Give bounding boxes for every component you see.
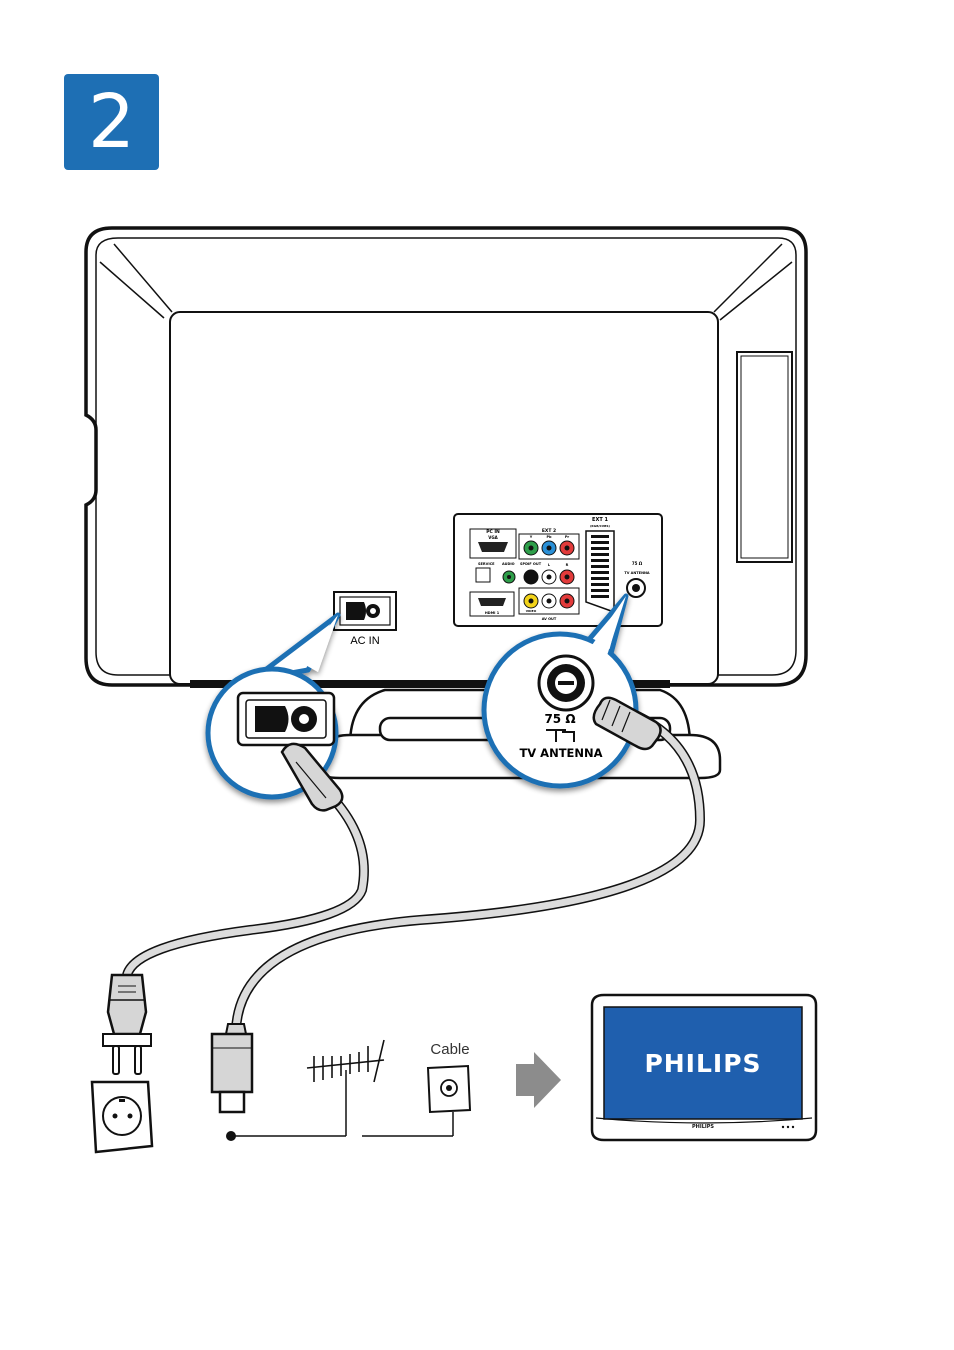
service-label: SERVICE: [478, 562, 495, 566]
tv-front: PHILIPS PHILIPS: [590, 993, 818, 1142]
roof-antenna-icon: [306, 1039, 385, 1083]
power-callout-socket: [236, 691, 336, 747]
hdmi-port-icon: [478, 598, 506, 606]
tv-back-housing: [84, 226, 808, 688]
av-out-label: AV OUT: [542, 617, 557, 621]
ext1-label: EXT 1: [592, 517, 608, 523]
antenna-callout-socket: 75 Ω TV ANTENNA: [519, 654, 603, 760]
antenna-impedance-label: 75 Ω: [544, 712, 575, 726]
pb-label: Pb: [546, 535, 552, 539]
screen-brand-logo: PHILIPS: [644, 1049, 761, 1078]
antenna-line-diagram: [231, 1070, 454, 1137]
ac-in-socket: AC IN: [333, 591, 397, 647]
coax-plug: [210, 1023, 254, 1114]
l-label: L: [548, 563, 551, 567]
ext1-sub-label: (RGB/CVBS): [590, 524, 610, 528]
spdif-port-icon: [523, 569, 539, 585]
antenna-callout-plug: [592, 696, 662, 751]
y-label: Y: [529, 535, 533, 539]
vga-port-icon: [478, 542, 508, 552]
audio-label: AUDIO: [502, 562, 515, 566]
hdmi1-label: HDMI 1: [485, 611, 500, 615]
antenna-cable: [231, 707, 706, 1031]
pr-label: Pr: [565, 535, 570, 539]
vga-label: VGA: [488, 535, 498, 540]
step-number: 2: [87, 79, 136, 165]
connector-panel: PC IN VGA EXT 2 Y Pb Pr SERVICE AUDIO SP…: [453, 513, 663, 627]
antenna-small-label-1: 75 Ω: [632, 561, 643, 566]
tv-screen: [603, 1006, 803, 1120]
antenna-symbol-icon: [546, 729, 575, 742]
service-port-icon: [475, 567, 491, 583]
antenna-small-label-2: TV ANTENNA: [624, 571, 650, 575]
cable-outlet-icon: [426, 1064, 472, 1114]
result-arrow-icon: [516, 1052, 561, 1108]
power-cable: [122, 791, 369, 977]
ac-in-label: AC IN: [350, 635, 379, 647]
ext2-label: EXT 2: [542, 528, 556, 534]
mains-plug: [102, 973, 152, 1075]
bezel-brand-logo: PHILIPS: [692, 1124, 714, 1130]
power-callout-plug: [280, 742, 344, 812]
tv-antenna-label: TV ANTENNA: [519, 746, 602, 760]
pc-in-label: PC IN: [486, 529, 500, 535]
spdif-out-label: SPDIF OUT: [520, 562, 542, 566]
r-label: R: [566, 563, 569, 567]
step-number-badge: 2: [64, 74, 159, 170]
wall-socket-icon: [90, 1080, 154, 1154]
video-label: VIDEO: [526, 609, 537, 613]
cable-label: Cable: [430, 1041, 469, 1058]
connection-point: [226, 1131, 236, 1141]
scart-pins: [591, 535, 609, 598]
